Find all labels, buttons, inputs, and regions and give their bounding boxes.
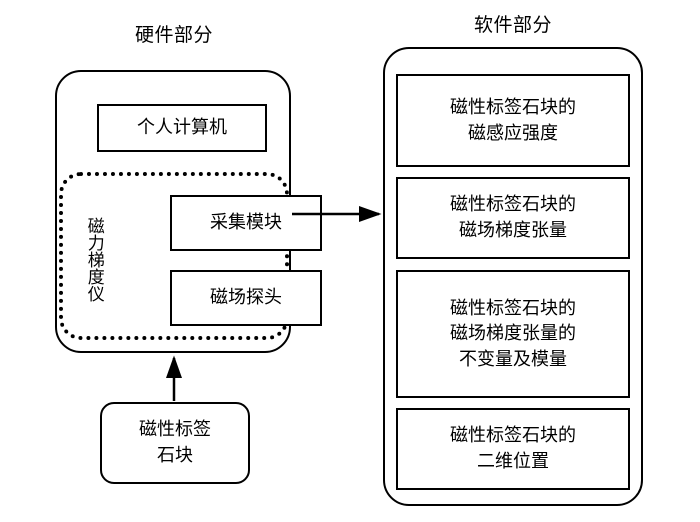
software-section-title: 软件部分 — [473, 15, 552, 36]
magnetic-gradiometer-label: 磁力梯度仪 — [84, 216, 104, 302]
magnetic-gradiometer-group: 磁力梯度仪 采集模块 磁场探头 — [59, 172, 322, 340]
personal-computer-box[interactable]: 个人计算机 — [97, 104, 267, 152]
acquisition-module-box[interactable]: 采集模块 — [170, 195, 322, 251]
output-box-tensor-invariants[interactable]: 磁性标签石块的 磁场梯度张量的 不变量及模量 — [396, 270, 630, 398]
output-box-magnetic-induction[interactable]: 磁性标签石块的 磁感应强度 — [396, 74, 630, 167]
output-box-gradient-tensor[interactable]: 磁性标签石块的 磁场梯度张量 — [396, 177, 630, 259]
magnetic-field-probe-box[interactable]: 磁场探头 — [170, 270, 322, 326]
magnetic-tagged-stone-box[interactable]: 磁性标签 石块 — [100, 402, 250, 484]
output-box-two-dimensional-position[interactable]: 磁性标签石块的 二维位置 — [396, 408, 630, 490]
hardware-section-title: 硬件部分 — [134, 25, 213, 46]
hardware-group-container: 个人计算机 磁力梯度仪 采集模块 磁场探头 — [55, 70, 322, 353]
